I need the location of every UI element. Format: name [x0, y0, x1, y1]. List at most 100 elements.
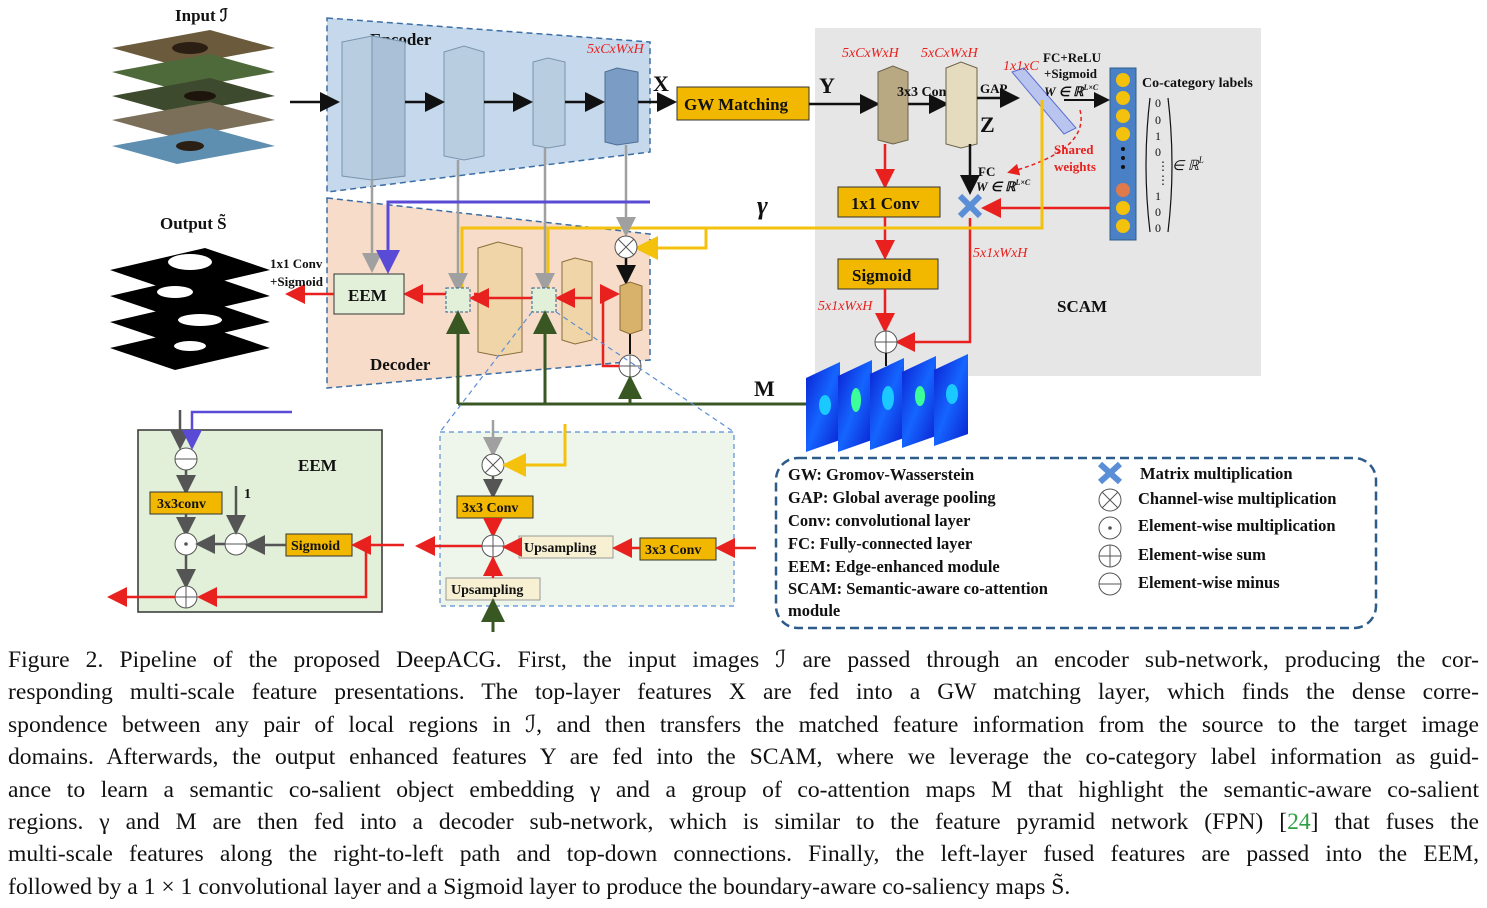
- eem-detail-one: 1: [244, 487, 251, 502]
- scam-sum-icon: [874, 330, 898, 354]
- eem-detail-conv-label: 3x3conv: [157, 497, 206, 512]
- symbol-m: M: [754, 376, 775, 401]
- scam-conv3-label: 3x3 Conv: [897, 85, 953, 100]
- label-value: ⋮: [1157, 173, 1169, 187]
- gw-matching-block: [676, 86, 810, 121]
- figure-caption: Figure 2. Pipeline of the proposed DeepA…: [8, 644, 1479, 903]
- scam-feature-z: [945, 61, 978, 149]
- input-label: Input ℐ: [175, 6, 228, 25]
- legend-item: Matrix multiplication: [1140, 464, 1293, 483]
- label-values: 00 10 ⋮⋮ 10 0: [1155, 96, 1169, 235]
- symbol-gamma: γ: [757, 191, 768, 220]
- decoder-channel-mult-icon: [614, 235, 638, 259]
- dim-sig: 5x1xWxH: [818, 299, 873, 314]
- label-value: 0: [1155, 113, 1161, 127]
- symbol-x: X: [653, 71, 669, 96]
- out-conv-label: 1x1 Conv: [270, 256, 323, 271]
- decoder-block-3: [561, 257, 593, 345]
- eem-detail-sigmoid-label: Sigmoid: [291, 539, 340, 554]
- legend-item: Conv: convolutional layer: [788, 511, 970, 530]
- legend-right: Matrix multiplication Channel-wise multi…: [1138, 464, 1336, 592]
- dec-detail-conv-right-label: 3x3 Conv: [645, 543, 701, 558]
- dim-fc: 1x1xC: [1003, 59, 1039, 74]
- attention-maps: [806, 354, 968, 452]
- legend-item: EEM: Edge-enhanced module: [788, 557, 1000, 576]
- gap-label: GAP: [980, 81, 1008, 96]
- decoder-block-4: [619, 281, 643, 335]
- caption-line: followed by a 1 × 1 convolutional layer …: [8, 873, 1071, 900]
- weights-label: weights: [1054, 159, 1096, 174]
- scam-conv1-label: 1x1 Conv: [851, 194, 920, 213]
- legend-item: GAP: Global average pooling: [788, 488, 996, 507]
- fc-label: FC: [978, 164, 995, 179]
- caption-line: regions. γ and M are then fed into a dec…: [8, 809, 1479, 836]
- out-sig-label: +Sigmoid: [270, 274, 324, 289]
- gw-matching-label: GW Matching: [684, 95, 789, 114]
- svg-text:∈ ℝL: ∈ ℝL: [1172, 155, 1204, 174]
- fc-relu-label: FC+ReLU: [1043, 50, 1102, 65]
- legend-item: Element-wise sum: [1138, 545, 1266, 564]
- decoder-sum-icon: [618, 354, 642, 378]
- legend-item: Element-wise minus: [1138, 573, 1280, 592]
- legend-box: [774, 456, 1378, 630]
- dec-detail-upsampling-bottom-label: Upsampling: [451, 583, 523, 598]
- legend-item: SCAM: Semantic-aware co-attention: [788, 579, 1048, 598]
- element-sum-legend-icon: [1098, 544, 1122, 568]
- fc-vector: [1011, 67, 1077, 135]
- label-value: 1: [1155, 189, 1161, 203]
- svg-text:W ∈ ℝL×C: W ∈ ℝL×C: [976, 178, 1031, 194]
- label-value: 1: [1155, 129, 1161, 143]
- shared-label: Shared: [1054, 142, 1094, 157]
- output-map-stack: [110, 248, 270, 370]
- caption-line: ance to learn a semantic co-salient obje…: [8, 776, 1479, 803]
- dim-att: 5x1xWxH: [973, 246, 1028, 261]
- eem-detail-panel: [137, 429, 383, 613]
- caption-line: domains. Afterwards, the output enhanced…: [8, 744, 1479, 771]
- label-vector-dots: [1116, 73, 1130, 233]
- fuse-node-1: [445, 287, 471, 313]
- pipeline-figure: SCAM Encoder Decoder Input ℐ 5xCxWxH X G…: [107, 6, 1378, 632]
- symbol-y: Y: [819, 73, 835, 98]
- caption-line: Figure 2. Pipeline of the proposed DeepA…: [8, 647, 1479, 673]
- w2-sup: L×C: [1014, 178, 1030, 187]
- eem-block-label: EEM: [348, 286, 387, 305]
- legend-item: FC: Fully-connected layer: [788, 534, 972, 553]
- dec-detail-upsampling-mid-label: Upsampling: [524, 541, 596, 556]
- eem-block: [333, 273, 405, 315]
- legend-left: GW: Gromov-Wasserstein GAP: Global avera…: [788, 465, 1048, 620]
- symbol-z: Z: [980, 112, 995, 137]
- dec-detail-conv-top-label: 3x3 Conv: [462, 501, 518, 516]
- output-label: Output S̃: [160, 213, 227, 233]
- dim-y2: 5xCxWxH: [921, 46, 979, 61]
- matrix-mult-legend-icon: [1097, 461, 1123, 485]
- in-r-label: ∈ ℝ: [1172, 159, 1200, 174]
- dim-x: 5xCxWxH: [587, 42, 645, 57]
- label-value: 0: [1155, 221, 1161, 235]
- legend-item: module: [788, 601, 840, 620]
- scam-conv1-block: [837, 186, 941, 218]
- element-mult-legend-icon: [1098, 516, 1122, 540]
- legend-item: GW: Gromov-Wasserstein: [788, 465, 974, 484]
- legend-icons: [1097, 461, 1123, 596]
- w2-label: W ∈ ℝ: [976, 179, 1017, 194]
- legend-item: Element-wise multiplication: [1138, 516, 1336, 535]
- cocat-label: Co-category labels: [1142, 76, 1253, 91]
- label-value: 0: [1155, 96, 1161, 110]
- scam-sigmoid-block: [837, 258, 939, 290]
- scam-label: SCAM: [1057, 297, 1107, 316]
- scam-sigmoid-label: Sigmoid: [852, 266, 912, 285]
- svg-text:W ∈ ℝL×C: W ∈ ℝL×C: [1044, 83, 1099, 99]
- input-image-stack: [112, 30, 275, 164]
- w1-sup: L×C: [1082, 83, 1098, 92]
- label-value: 0: [1155, 145, 1161, 159]
- in-r-sup: L: [1198, 155, 1204, 165]
- encoder-panel: [326, 17, 651, 193]
- fuse-node-2: [531, 287, 557, 313]
- encoder-blocks: [341, 35, 639, 181]
- decoder-label: Decoder: [370, 355, 431, 374]
- channel-mult-legend-icon: [1098, 488, 1122, 512]
- legend-item: Channel-wise multiplication: [1138, 489, 1336, 508]
- reference-link[interactable]: 24: [1287, 809, 1311, 836]
- fc-sig-label: +Sigmoid: [1044, 66, 1098, 81]
- matrix-mult-icon: [957, 193, 983, 219]
